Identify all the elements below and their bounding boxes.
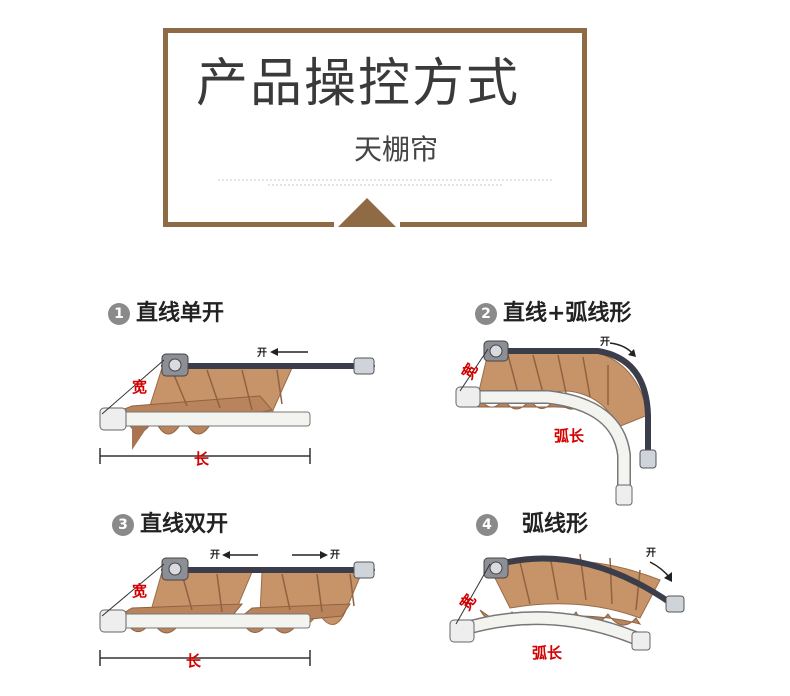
panel-4-width-label: 宽	[456, 591, 480, 614]
panel-3-width-label: 宽	[131, 582, 147, 600]
panel-2-open-label: 开	[600, 336, 610, 348]
panel-1-width-label: 宽	[131, 378, 147, 396]
panel-1-illustration: 开 宽 长	[99, 347, 375, 468]
page-subtitle: 天棚帘	[354, 133, 439, 166]
panel-4-illustration: 开 宽 弧长	[449, 547, 685, 662]
panel-2-arc-label: 弧长	[554, 427, 585, 445]
header-triangle	[338, 198, 396, 227]
panel-1-caption: 1 直线单开	[108, 303, 224, 325]
panel-1-open-label: 开	[257, 347, 267, 359]
panel-3-length-label: 长	[186, 652, 202, 670]
panel-1-length-label: 长	[194, 450, 210, 468]
panel-4-arc-label: 弧长	[532, 644, 563, 662]
panel-3-badge: 3	[112, 514, 134, 536]
panel-4-badge: 4	[476, 514, 498, 536]
panel-3-caption: 3 直线双开	[112, 514, 228, 536]
header-decorative-line	[218, 179, 552, 186]
panel-4-caption: 4 弧线形	[476, 514, 588, 536]
page-title: 产品操控方式	[196, 54, 521, 114]
panel-2-width-label: 宽	[458, 360, 482, 383]
panel-2-illustration: 开 宽 弧长	[455, 336, 657, 506]
panel-2-badge: 2	[475, 303, 497, 325]
panel-4-label: 弧线形	[522, 512, 589, 537]
panel-3-label: 直线双开	[140, 512, 229, 537]
panel-4-open-label: 开	[646, 547, 656, 559]
panel-3-open-left-label: 开	[210, 549, 220, 561]
panel-3-illustration: 开 开 宽 长	[99, 549, 375, 670]
panel-1-label: 直线单开	[136, 301, 225, 326]
panel-2-caption: 2 直线+弧线形	[475, 303, 631, 325]
panel-2-label: 直线+弧线形	[503, 301, 632, 326]
panel-3-open-right-label: 开	[330, 549, 340, 561]
panel-1-badge: 1	[108, 303, 130, 325]
